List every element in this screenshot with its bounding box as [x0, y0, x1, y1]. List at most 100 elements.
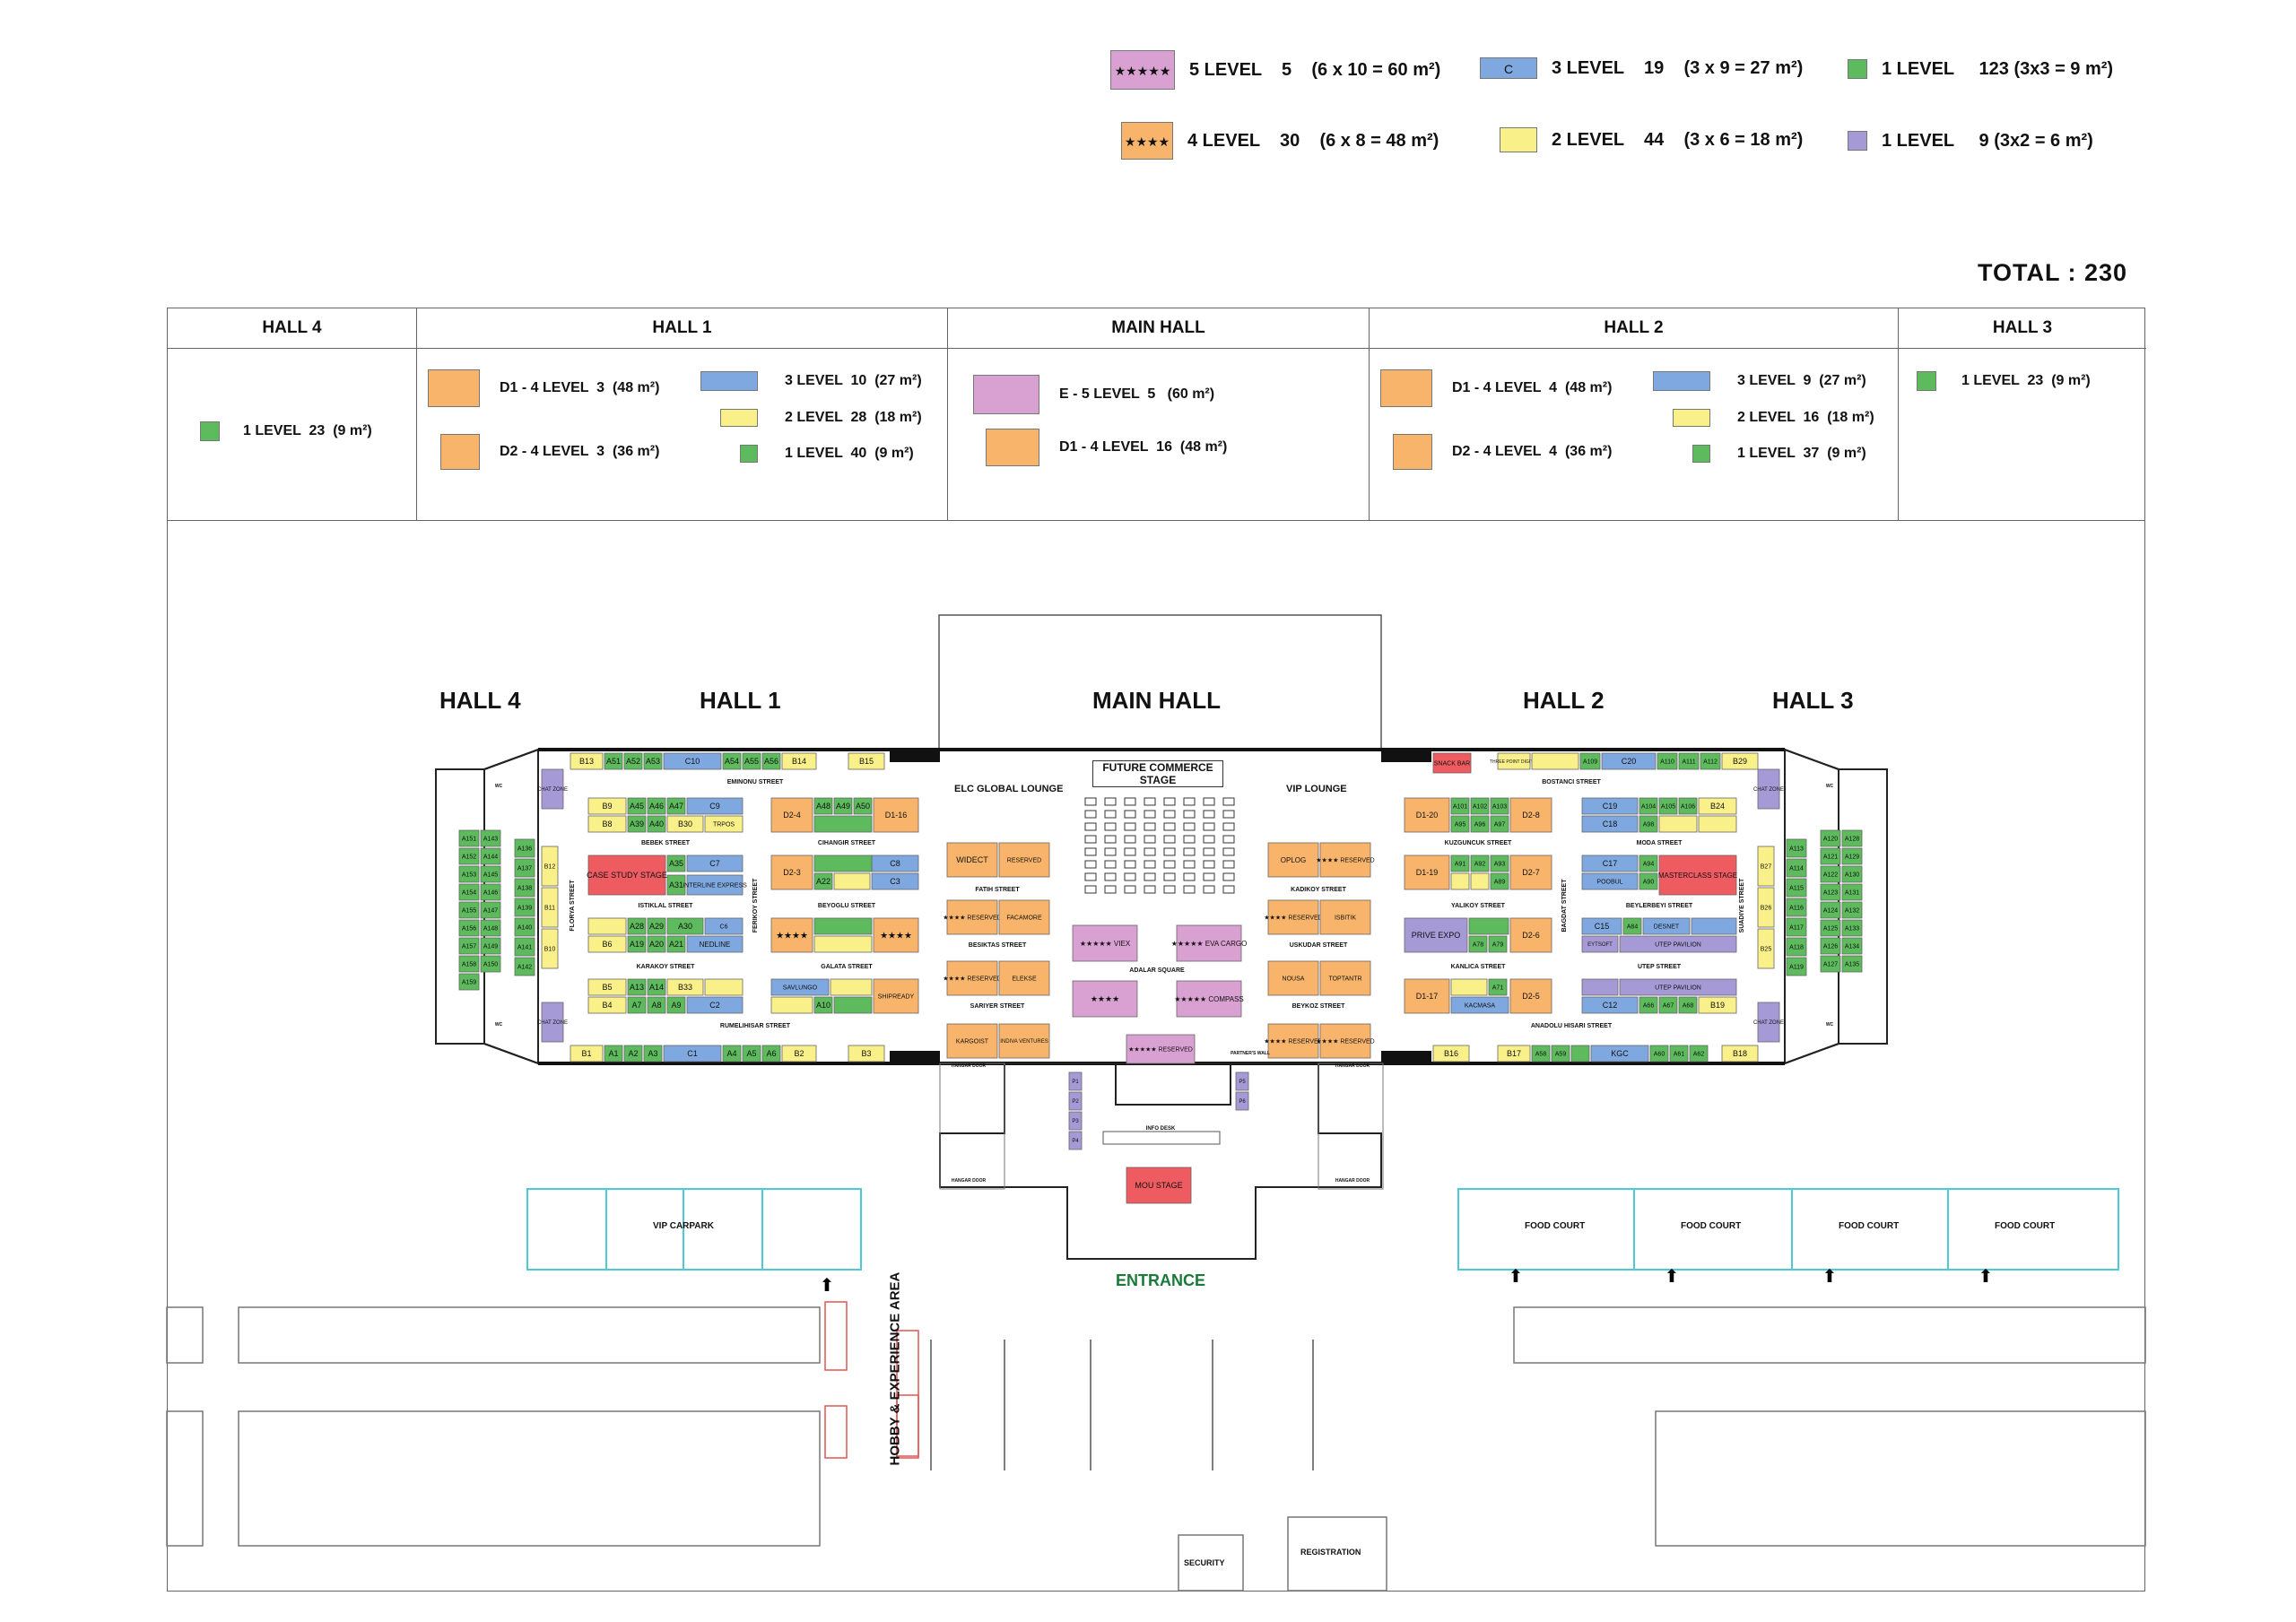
booth[interactable] — [1126, 1034, 1196, 1064]
booth[interactable] — [604, 752, 623, 770]
booth[interactable] — [647, 978, 666, 996]
booth[interactable] — [1820, 955, 1841, 973]
booth[interactable] — [1841, 901, 1863, 919]
booth[interactable] — [1404, 917, 1468, 953]
booth[interactable] — [1820, 829, 1841, 847]
booth[interactable] — [1786, 898, 1807, 917]
booth[interactable] — [1319, 842, 1371, 878]
booth[interactable] — [480, 883, 501, 901]
booth[interactable] — [587, 815, 627, 833]
booth[interactable] — [1820, 865, 1841, 883]
booth[interactable] — [458, 901, 480, 919]
booth[interactable] — [1497, 752, 1531, 770]
booth[interactable] — [1841, 955, 1863, 973]
booth[interactable] — [514, 898, 535, 917]
booth[interactable] — [1581, 917, 1622, 935]
booth[interactable] — [514, 917, 535, 937]
booth[interactable] — [1841, 829, 1863, 847]
booth[interactable] — [1698, 797, 1737, 815]
booth[interactable] — [1820, 901, 1841, 919]
booth[interactable] — [1581, 854, 1639, 872]
booth[interactable] — [1267, 960, 1319, 996]
booth[interactable] — [1509, 797, 1552, 833]
booth[interactable] — [627, 996, 647, 1014]
booth[interactable] — [722, 752, 742, 770]
booth[interactable] — [587, 797, 627, 815]
booth[interactable] — [1509, 854, 1552, 890]
booth[interactable] — [1658, 854, 1737, 896]
booth[interactable] — [686, 797, 744, 815]
booth[interactable] — [1639, 854, 1658, 872]
booth[interactable] — [1678, 996, 1698, 1014]
booth[interactable] — [1468, 935, 1488, 953]
booth[interactable] — [570, 752, 604, 770]
booth[interactable] — [686, 935, 744, 953]
booth[interactable] — [1698, 815, 1737, 833]
booth[interactable] — [1721, 752, 1759, 770]
booth[interactable] — [848, 1045, 885, 1063]
booth[interactable] — [686, 854, 744, 872]
booth[interactable] — [666, 874, 686, 896]
booth[interactable] — [587, 978, 627, 996]
booth[interactable] — [1490, 872, 1509, 890]
booth[interactable] — [742, 1045, 761, 1063]
booth[interactable] — [1531, 752, 1579, 770]
booth[interactable] — [1581, 935, 1619, 953]
booth[interactable] — [541, 887, 559, 928]
booth[interactable] — [1470, 797, 1490, 815]
booth[interactable] — [587, 996, 627, 1014]
booth[interactable] — [1404, 854, 1450, 890]
booth[interactable] — [1691, 917, 1737, 935]
booth[interactable] — [1669, 1045, 1689, 1063]
booth[interactable] — [1490, 854, 1509, 872]
booth[interactable] — [946, 960, 998, 996]
booth[interactable] — [1841, 937, 1863, 955]
booth[interactable] — [1757, 846, 1775, 887]
booth[interactable] — [813, 815, 873, 833]
booth[interactable] — [813, 935, 873, 953]
booth[interactable] — [761, 1045, 781, 1063]
booth[interactable] — [1786, 937, 1807, 957]
booth[interactable] — [1072, 924, 1138, 962]
booth[interactable] — [1432, 752, 1472, 774]
booth[interactable] — [873, 797, 919, 833]
booth[interactable] — [853, 797, 873, 815]
booth[interactable] — [781, 752, 817, 770]
booth[interactable] — [1639, 797, 1658, 815]
booth[interactable] — [570, 1045, 604, 1063]
booth[interactable] — [1658, 797, 1678, 815]
booth[interactable] — [770, 797, 813, 833]
booth[interactable] — [1657, 752, 1678, 770]
booth[interactable] — [666, 797, 686, 815]
booth[interactable] — [1267, 899, 1319, 935]
booth[interactable] — [1786, 878, 1807, 898]
booth[interactable] — [1590, 1045, 1649, 1063]
booth[interactable] — [1319, 1023, 1371, 1059]
booth[interactable] — [704, 917, 744, 935]
booth[interactable] — [647, 935, 666, 953]
booth[interactable] — [1678, 752, 1700, 770]
booth[interactable] — [1068, 1131, 1083, 1150]
booth[interactable] — [627, 935, 647, 953]
booth[interactable] — [1601, 752, 1657, 770]
booth[interactable] — [666, 917, 704, 935]
booth[interactable] — [1658, 815, 1698, 833]
booth[interactable] — [1700, 752, 1721, 770]
booth[interactable] — [458, 919, 480, 937]
booth[interactable] — [480, 955, 501, 973]
booth[interactable] — [647, 815, 666, 833]
booth[interactable] — [1581, 797, 1639, 815]
booth[interactable] — [647, 917, 666, 935]
booth[interactable] — [998, 1023, 1050, 1059]
booth[interactable] — [1490, 815, 1509, 833]
booth[interactable] — [1068, 1071, 1083, 1091]
booth[interactable] — [627, 978, 647, 996]
booth[interactable] — [1757, 1002, 1780, 1043]
booth[interactable] — [458, 937, 480, 955]
booth[interactable] — [873, 917, 919, 953]
booth[interactable] — [1820, 883, 1841, 901]
booth[interactable] — [541, 928, 559, 969]
booth[interactable] — [666, 978, 704, 996]
booth[interactable] — [627, 917, 647, 935]
booth[interactable] — [604, 1045, 623, 1063]
